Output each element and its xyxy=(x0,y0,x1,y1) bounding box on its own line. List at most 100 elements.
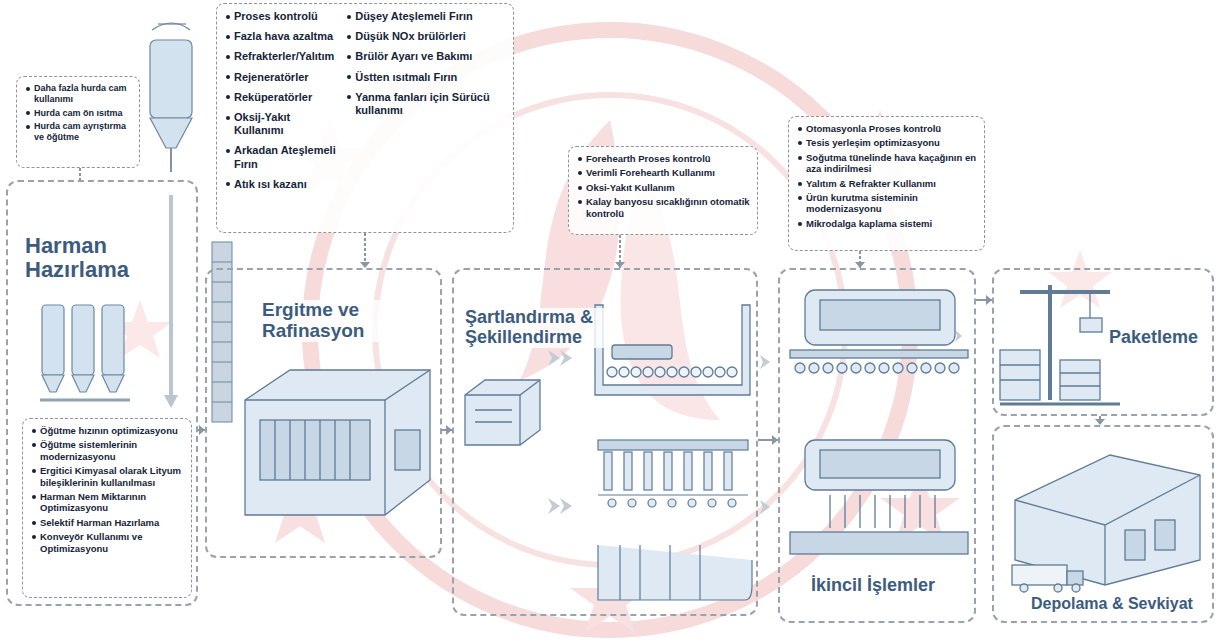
melting-furnace-part xyxy=(395,430,420,470)
batch-silos-part xyxy=(169,195,173,400)
bullet-item: Tesis yerleşim optimizasyonu xyxy=(797,137,977,148)
chimney-part xyxy=(212,362,232,363)
hopper-silo-part xyxy=(158,23,186,24)
watermark-seal-part xyxy=(1048,250,1112,308)
bullet-item: Refrakterler/Yalıtım xyxy=(225,50,338,63)
batch-silos-part xyxy=(42,305,64,375)
bullet-item: Forehearth Proses kontrolü xyxy=(577,153,750,164)
packaging-crane-part xyxy=(1000,364,1040,365)
rolling-unit-part xyxy=(648,499,656,507)
bullet-item: Arkadan Ateşlemeli Fırın xyxy=(225,144,338,170)
flow-chevrons-part xyxy=(548,498,560,514)
hopper-silo-part xyxy=(150,118,192,148)
float-bath-part xyxy=(727,367,737,377)
batch-silos xyxy=(40,195,178,408)
forming-feeder-part xyxy=(475,421,512,422)
forming-feeder-part xyxy=(475,409,512,410)
packaging-crane-part xyxy=(1060,360,1100,400)
coating-unit xyxy=(790,440,968,554)
batch-silos-part xyxy=(102,305,124,375)
coating-unit-part xyxy=(934,495,935,528)
list-column: Daha fazla hurda cam kullanımıHurda cam … xyxy=(25,83,132,146)
bullet-item: Oksi-Yakıt Kullanım xyxy=(577,182,750,193)
flow-connector xyxy=(855,251,865,268)
list-column: Otomasyonla Proses kontrolüTesis yerleşi… xyxy=(797,123,977,232)
batch-silos-part xyxy=(40,399,130,402)
packaging-crane-part xyxy=(1000,350,1040,400)
rolling-unit-part xyxy=(604,452,612,490)
annealing-lehr-part xyxy=(820,300,940,330)
batch-silos-part xyxy=(42,375,64,392)
rolling-unit-part xyxy=(668,499,676,507)
bullet-item: Mikrodalga kaplama sistemi xyxy=(797,218,977,229)
rolling-unit-part xyxy=(724,452,732,490)
packaging-crane-part xyxy=(1060,372,1100,373)
melting-furnace-part xyxy=(349,420,350,480)
bullet-item: Verimli Forehearth Kullanımı xyxy=(577,167,750,178)
batch-silos-part xyxy=(72,375,94,392)
packaging-crane-part xyxy=(1060,385,1100,386)
bullet-item: Hurda cam ayrıştırma ve öğütme xyxy=(25,121,132,143)
stage-box: Harman HazırlamaÖğütme hızının optimizas… xyxy=(6,180,198,606)
warehouse-part xyxy=(1015,475,1200,525)
annealing-lehr xyxy=(790,290,968,373)
warehouse-part xyxy=(1125,530,1145,560)
list-wrap: Otomasyonla Proses kontrolüTesis yerleşi… xyxy=(797,123,977,232)
stage-box: İkincil İşlemler xyxy=(778,268,976,623)
watermark-seal xyxy=(108,30,1112,633)
annealing-lehr-part xyxy=(949,363,959,373)
measure-list: Otomasyonla Proses kontrolüTesis yerleşi… xyxy=(788,116,985,251)
list-wrap: Daha fazla hurda cam kullanımıHurda cam … xyxy=(25,83,132,146)
float-bath-part xyxy=(595,305,750,395)
rolling-unit-part xyxy=(644,452,652,490)
flow-connector xyxy=(442,425,452,435)
coating-unit-part xyxy=(919,495,920,528)
annealing-lehr-part xyxy=(790,350,968,358)
rolling-unit-part xyxy=(728,499,736,507)
warehouse-part xyxy=(1020,584,1028,592)
bullet-item: Konveyör Kullanımı ve Optimizasyonu xyxy=(31,531,184,554)
batch-silos-part xyxy=(164,395,178,408)
bullet-item: Kalay banyosu sıcaklığının otomatik kont… xyxy=(577,196,750,219)
forming-feeder-part xyxy=(465,380,540,395)
stage-box: Şartlandırma & Şekillendirme xyxy=(452,268,758,616)
packaging-crane xyxy=(1000,285,1120,404)
measure-list: Proses kontrolüFazla hava azaltmaRefrakt… xyxy=(216,3,514,233)
rolling-unit-part xyxy=(598,440,748,450)
warehouse-part xyxy=(1104,525,1105,585)
bullet-item: Yanma fanları için Sürücü kullanımı xyxy=(346,91,506,117)
flow-chevrons-part xyxy=(560,498,572,514)
float-bath-part xyxy=(607,367,617,377)
hopper-silo xyxy=(150,23,192,172)
annealing-lehr-part xyxy=(851,363,861,373)
forming-feeder-part xyxy=(465,380,540,445)
bullet-item: Harman Nem Miktarının Optimizasyonu xyxy=(31,491,184,514)
bullet-item: Ürün kurutma sisteminin modernizasyonu xyxy=(797,192,977,215)
coating-unit-part xyxy=(859,495,860,528)
packaging-crane-part xyxy=(1000,403,1120,406)
warehouse xyxy=(1012,455,1200,592)
float-bath-part xyxy=(643,367,653,377)
flow-connector xyxy=(976,295,992,305)
rolling-unit-part xyxy=(598,545,752,600)
batch-silos-part xyxy=(72,305,94,375)
bullet-item: Hurda cam ön ısıtma xyxy=(25,108,132,119)
forming-feeder-part xyxy=(519,395,520,445)
rolling-unit-part xyxy=(608,499,616,507)
list-column: Proses kontrolüFazla hava azaltmaRefrakt… xyxy=(225,10,338,198)
bullet-item: Yalıtım & Refrakter Kullanımı xyxy=(797,178,977,189)
flow-connector xyxy=(1095,416,1105,425)
float-bath-part xyxy=(691,367,701,377)
packaging-crane-part xyxy=(1000,379,1040,380)
bullet-item: Reküperatörler xyxy=(225,91,338,104)
coating-unit-part xyxy=(904,495,905,528)
coating-unit-part xyxy=(844,495,845,528)
annealing-lehr-part xyxy=(893,363,903,373)
chimney-part xyxy=(212,282,232,283)
annealing-lehr-part xyxy=(805,290,955,345)
flow-connector xyxy=(615,235,625,268)
stage-box: Paketleme xyxy=(992,268,1214,416)
flow-chevrons-part xyxy=(760,500,770,514)
packaging-crane-part xyxy=(1089,292,1090,318)
